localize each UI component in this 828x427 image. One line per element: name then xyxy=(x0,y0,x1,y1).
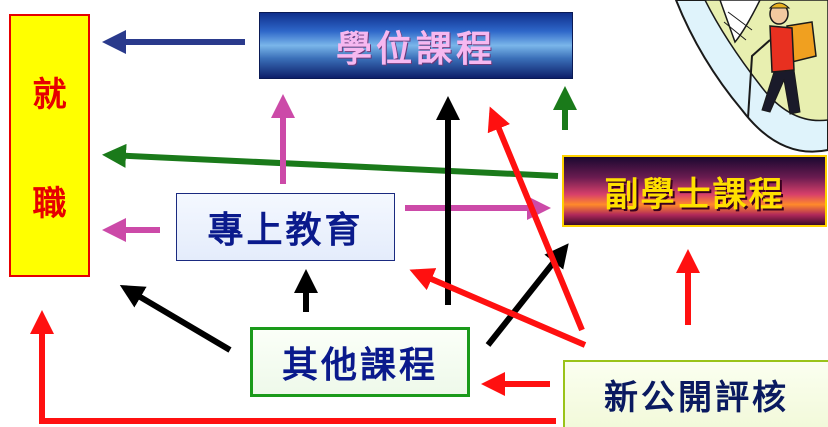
arrow-exam-to-degree xyxy=(487,106,585,332)
arrow-exam-to-jobs xyxy=(30,310,556,424)
jobs-label-1: 就 xyxy=(32,74,67,115)
associate-degree-box: 副學士課程 xyxy=(562,155,827,227)
degree-course-box: 學位課程 xyxy=(259,12,573,79)
arrow-other-to-jobs xyxy=(119,284,232,353)
new-public-exam-box: 新公開評核 xyxy=(563,360,828,427)
post-secondary-label: 專上教育 xyxy=(207,209,364,251)
arrow-associate-to-jobs xyxy=(102,143,559,179)
post-secondary-box: 專上教育 xyxy=(176,193,395,261)
associate-degree-label: 副學士課程 xyxy=(604,174,785,215)
other-courses-label: 其他課程 xyxy=(281,344,438,386)
jobs-box: 就 職 xyxy=(9,14,90,277)
arrow-exam-to-post xyxy=(409,268,587,348)
hiker-clipart xyxy=(674,0,828,153)
jobs-label-2: 職 xyxy=(32,183,67,224)
degree-course-label: 學位課程 xyxy=(335,27,496,70)
other-courses-box: 其他課程 xyxy=(250,327,470,397)
new-public-exam-label: 新公開評核 xyxy=(604,378,789,418)
